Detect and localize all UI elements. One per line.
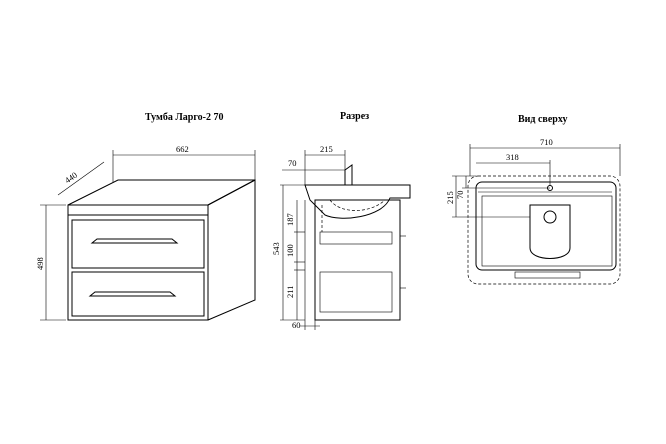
cabinet-top: [67, 179, 256, 206]
dim-70: 70: [288, 158, 297, 168]
front-view-title: Тумба Ларго-2 70: [145, 112, 224, 123]
section-view: Разрез 215 70 543 187 100 211: [271, 111, 411, 330]
dim-line-depth: [57, 161, 105, 196]
front-view: Тумба Ларго-2 70 662 440 498: [35, 112, 256, 321]
dim-215: 215: [320, 144, 333, 154]
section-view-title: Разрез: [340, 111, 369, 122]
dim-60: 60: [292, 320, 301, 330]
dim-543: 543: [271, 242, 281, 255]
dim-215-top: 215: [445, 191, 455, 204]
top-view: Вид сверху 710 318 215 70: [445, 114, 621, 285]
drawer-lower-section: [319, 271, 393, 313]
dim-710: 710: [540, 137, 553, 147]
handle-lower: [88, 291, 177, 297]
cabinet-body: [314, 199, 401, 321]
countertop-outline: [467, 175, 621, 285]
drawer-lower: [71, 271, 205, 317]
dim-211: 211: [285, 286, 295, 298]
sink-basin: [304, 184, 411, 219]
dim-100: 100: [285, 244, 295, 257]
cabinet-side: [207, 179, 256, 321]
dim-70-top: 70: [455, 191, 465, 200]
dim-187: 187: [285, 213, 295, 226]
tap: [344, 164, 353, 185]
dim-318: 318: [506, 152, 519, 162]
dim-depth: 440: [63, 170, 79, 186]
drawer-upper-section: [319, 231, 393, 245]
sink-inner: [329, 199, 386, 211]
sink-bowl: [529, 204, 571, 259]
basin-rim: [481, 195, 613, 267]
dim-height: 498: [35, 257, 45, 270]
drawer-handle-top: [514, 271, 581, 279]
cabinet-outline: [475, 181, 617, 271]
handle-upper: [90, 238, 179, 244]
drain: [543, 210, 557, 224]
dim-width: 662: [176, 144, 189, 154]
cabinet-front: [67, 204, 209, 321]
top-view-title: Вид сверху: [518, 114, 567, 125]
drawer-upper: [71, 219, 205, 269]
